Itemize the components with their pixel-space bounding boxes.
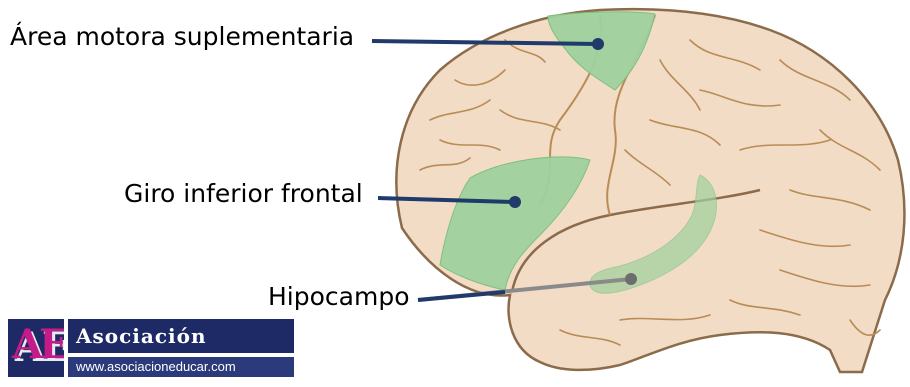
logo-mark: AE AE bbox=[8, 319, 64, 377]
label-hippocampus: Hipocampo bbox=[268, 284, 410, 309]
logo-name: Asociación Educar bbox=[68, 319, 294, 353]
diagram-stage: Área motora suplementaria Giro inferior … bbox=[0, 0, 910, 379]
asociacion-educar-logo: AE AE Asociación Educar www.asociacioned… bbox=[8, 319, 294, 377]
label-supplementary-motor-area: Área motora suplementaria bbox=[10, 24, 354, 49]
logo-text: Asociación Educar www.asociacioneducar.c… bbox=[68, 319, 294, 377]
logo-mark-letters: AE bbox=[12, 325, 64, 365]
marker-dot-hippocampus bbox=[625, 273, 637, 285]
marker-dot-ifg bbox=[509, 196, 521, 208]
marker-dot-sma bbox=[592, 38, 604, 50]
label-inferior-frontal-gyrus: Giro inferior frontal bbox=[124, 181, 363, 206]
logo-url: www.asociacioneducar.com bbox=[68, 357, 294, 377]
